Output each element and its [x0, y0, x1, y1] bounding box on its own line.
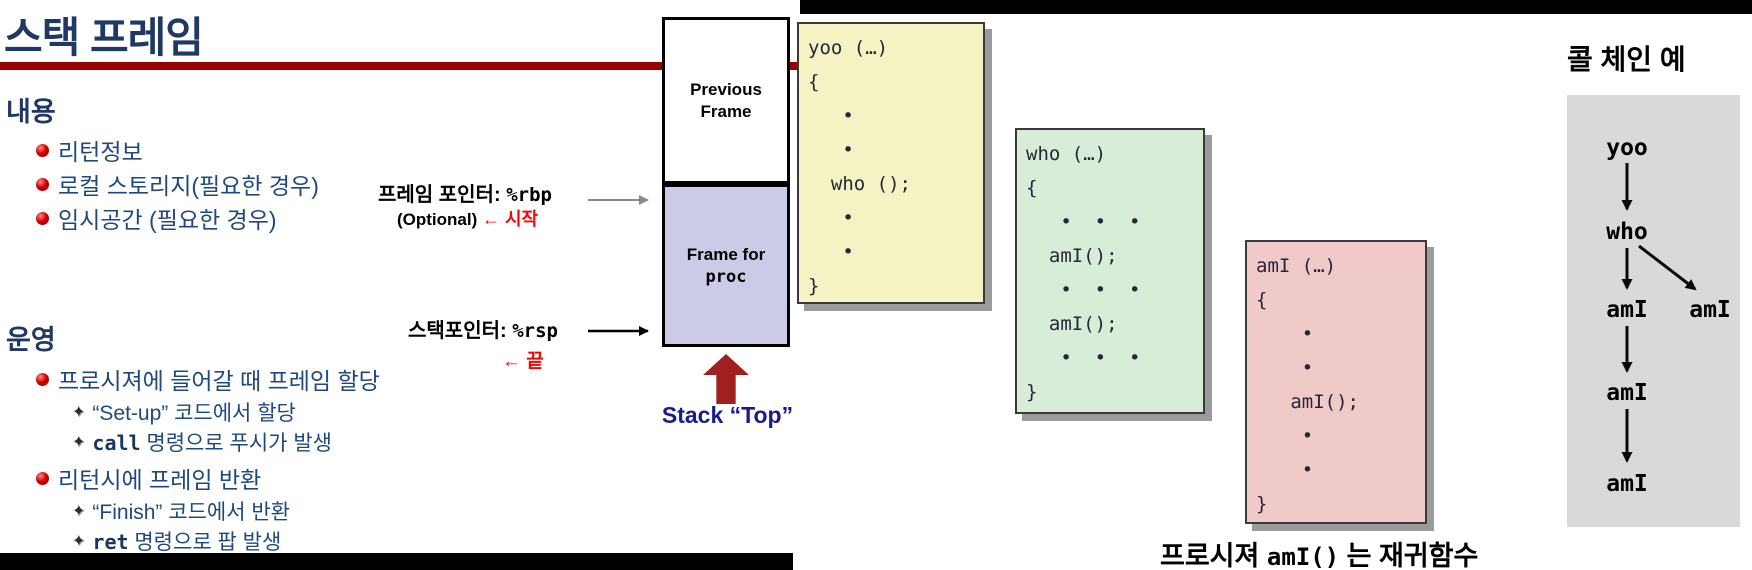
- star-bullet-icon: ✦: [72, 533, 86, 550]
- call-chain-arrows: [1621, 163, 1697, 463]
- chain-node-amI: amI: [1606, 297, 1648, 323]
- rbp-register: %rbp: [506, 184, 552, 206]
- operation-subitem: ✦ “Set-up” 코드에서 할당: [72, 397, 296, 427]
- start-note: ← 시작: [481, 209, 539, 229]
- call-chain-box: yoo who amI amI amI amI: [1567, 95, 1740, 527]
- operation-item: 프로시져에 들어갈 때 프레임 할당: [36, 362, 380, 396]
- yoo-code-box: yoo (…) { • • who (); • • }: [797, 22, 985, 304]
- operation-subitem: ✦ ret 명령으로 팝 발생: [72, 526, 281, 556]
- bullet-icon: [36, 211, 49, 225]
- call-keyword: call: [92, 431, 141, 455]
- operation-heading: 운영: [6, 325, 56, 355]
- contents-item-label: 리턴정보: [58, 139, 143, 165]
- rsp-register: %rsp: [512, 320, 558, 342]
- star-bullet-icon: ✦: [72, 404, 86, 421]
- amI-code-box: amI (…) { • • amI(); • • }: [1245, 240, 1427, 524]
- chain-node-amI: amI: [1689, 297, 1731, 323]
- bullet-icon: [36, 372, 49, 386]
- star-bullet-icon: ✦: [72, 434, 86, 451]
- ret-keyword: ret: [92, 530, 129, 554]
- recursion-caption: 프로시져 amI() 는 재귀함수: [1160, 541, 1479, 570]
- bullet-icon: [36, 471, 49, 485]
- bottom-black-bar: [0, 553, 793, 570]
- operation-subitem: ✦ “Finish” 코드에서 반환: [72, 496, 290, 526]
- operation-subitem-label: 명령으로 푸시가 발생: [140, 432, 332, 455]
- chain-node-who: who: [1606, 219, 1648, 245]
- stack-pointer-label: 스택포인터: %rsp: [408, 320, 558, 342]
- bullet-icon: [36, 143, 49, 157]
- frame-pointer-optional: (Optional) ← 시작: [397, 209, 539, 229]
- operation-item-label: 리턴시에 프레임 반환: [58, 467, 262, 493]
- operation-item-label: 프로시져에 들어갈 때 프레임 할당: [58, 368, 380, 394]
- stack-top-label: Stack “Top”: [661, 402, 794, 428]
- current-frame-box: Frame for proc: [662, 184, 790, 347]
- amI-code-ref: amI(): [1266, 543, 1340, 570]
- chain-node-amI: amI: [1606, 380, 1648, 406]
- chain-node-amI: amI: [1606, 471, 1648, 497]
- contents-heading: 내용: [6, 97, 56, 127]
- operation-item: 리턴시에 프레임 반환: [36, 461, 261, 495]
- operation-subitem-label: “Finish” 코드에서 반환: [92, 501, 290, 524]
- contents-item-label: 로컬 스토리지(필요한 경우): [58, 173, 319, 199]
- end-note: ← 끝: [502, 351, 544, 372]
- frame-pointer-label: 프레임 포인터: %rbp: [378, 184, 552, 206]
- arrow-who-amI-right-icon: [1638, 244, 1697, 291]
- stack-top-arrow-icon: [703, 354, 749, 404]
- chain-node-yoo: yoo: [1606, 135, 1648, 161]
- operation-subitem-label: 명령으로 팝 발생: [128, 531, 282, 554]
- contents-item: 리턴정보: [36, 133, 143, 167]
- page-title: 스택 프레임: [4, 14, 204, 61]
- contents-item: 로컬 스토리지(필요한 경우): [36, 167, 319, 201]
- operation-subitem-label: “Set-up” 코드에서 할당: [92, 402, 296, 425]
- operation-subitem: ✦ call 명령으로 푸시가 발생: [72, 427, 332, 457]
- who-code-box: who (…) { • • • amI(); • • • amI(); • • …: [1015, 128, 1205, 414]
- previous-frame-box: Previous Frame: [662, 17, 790, 184]
- contents-item: 임시공간 (필요한 경우): [36, 201, 277, 235]
- call-chain-title: 콜 체인 예: [1567, 44, 1686, 75]
- contents-item-label: 임시공간 (필요한 경우): [58, 207, 277, 233]
- top-black-bar: [800, 0, 1752, 14]
- star-bullet-icon: ✦: [72, 503, 86, 520]
- bullet-icon: [36, 177, 49, 191]
- title-underline: [0, 62, 797, 70]
